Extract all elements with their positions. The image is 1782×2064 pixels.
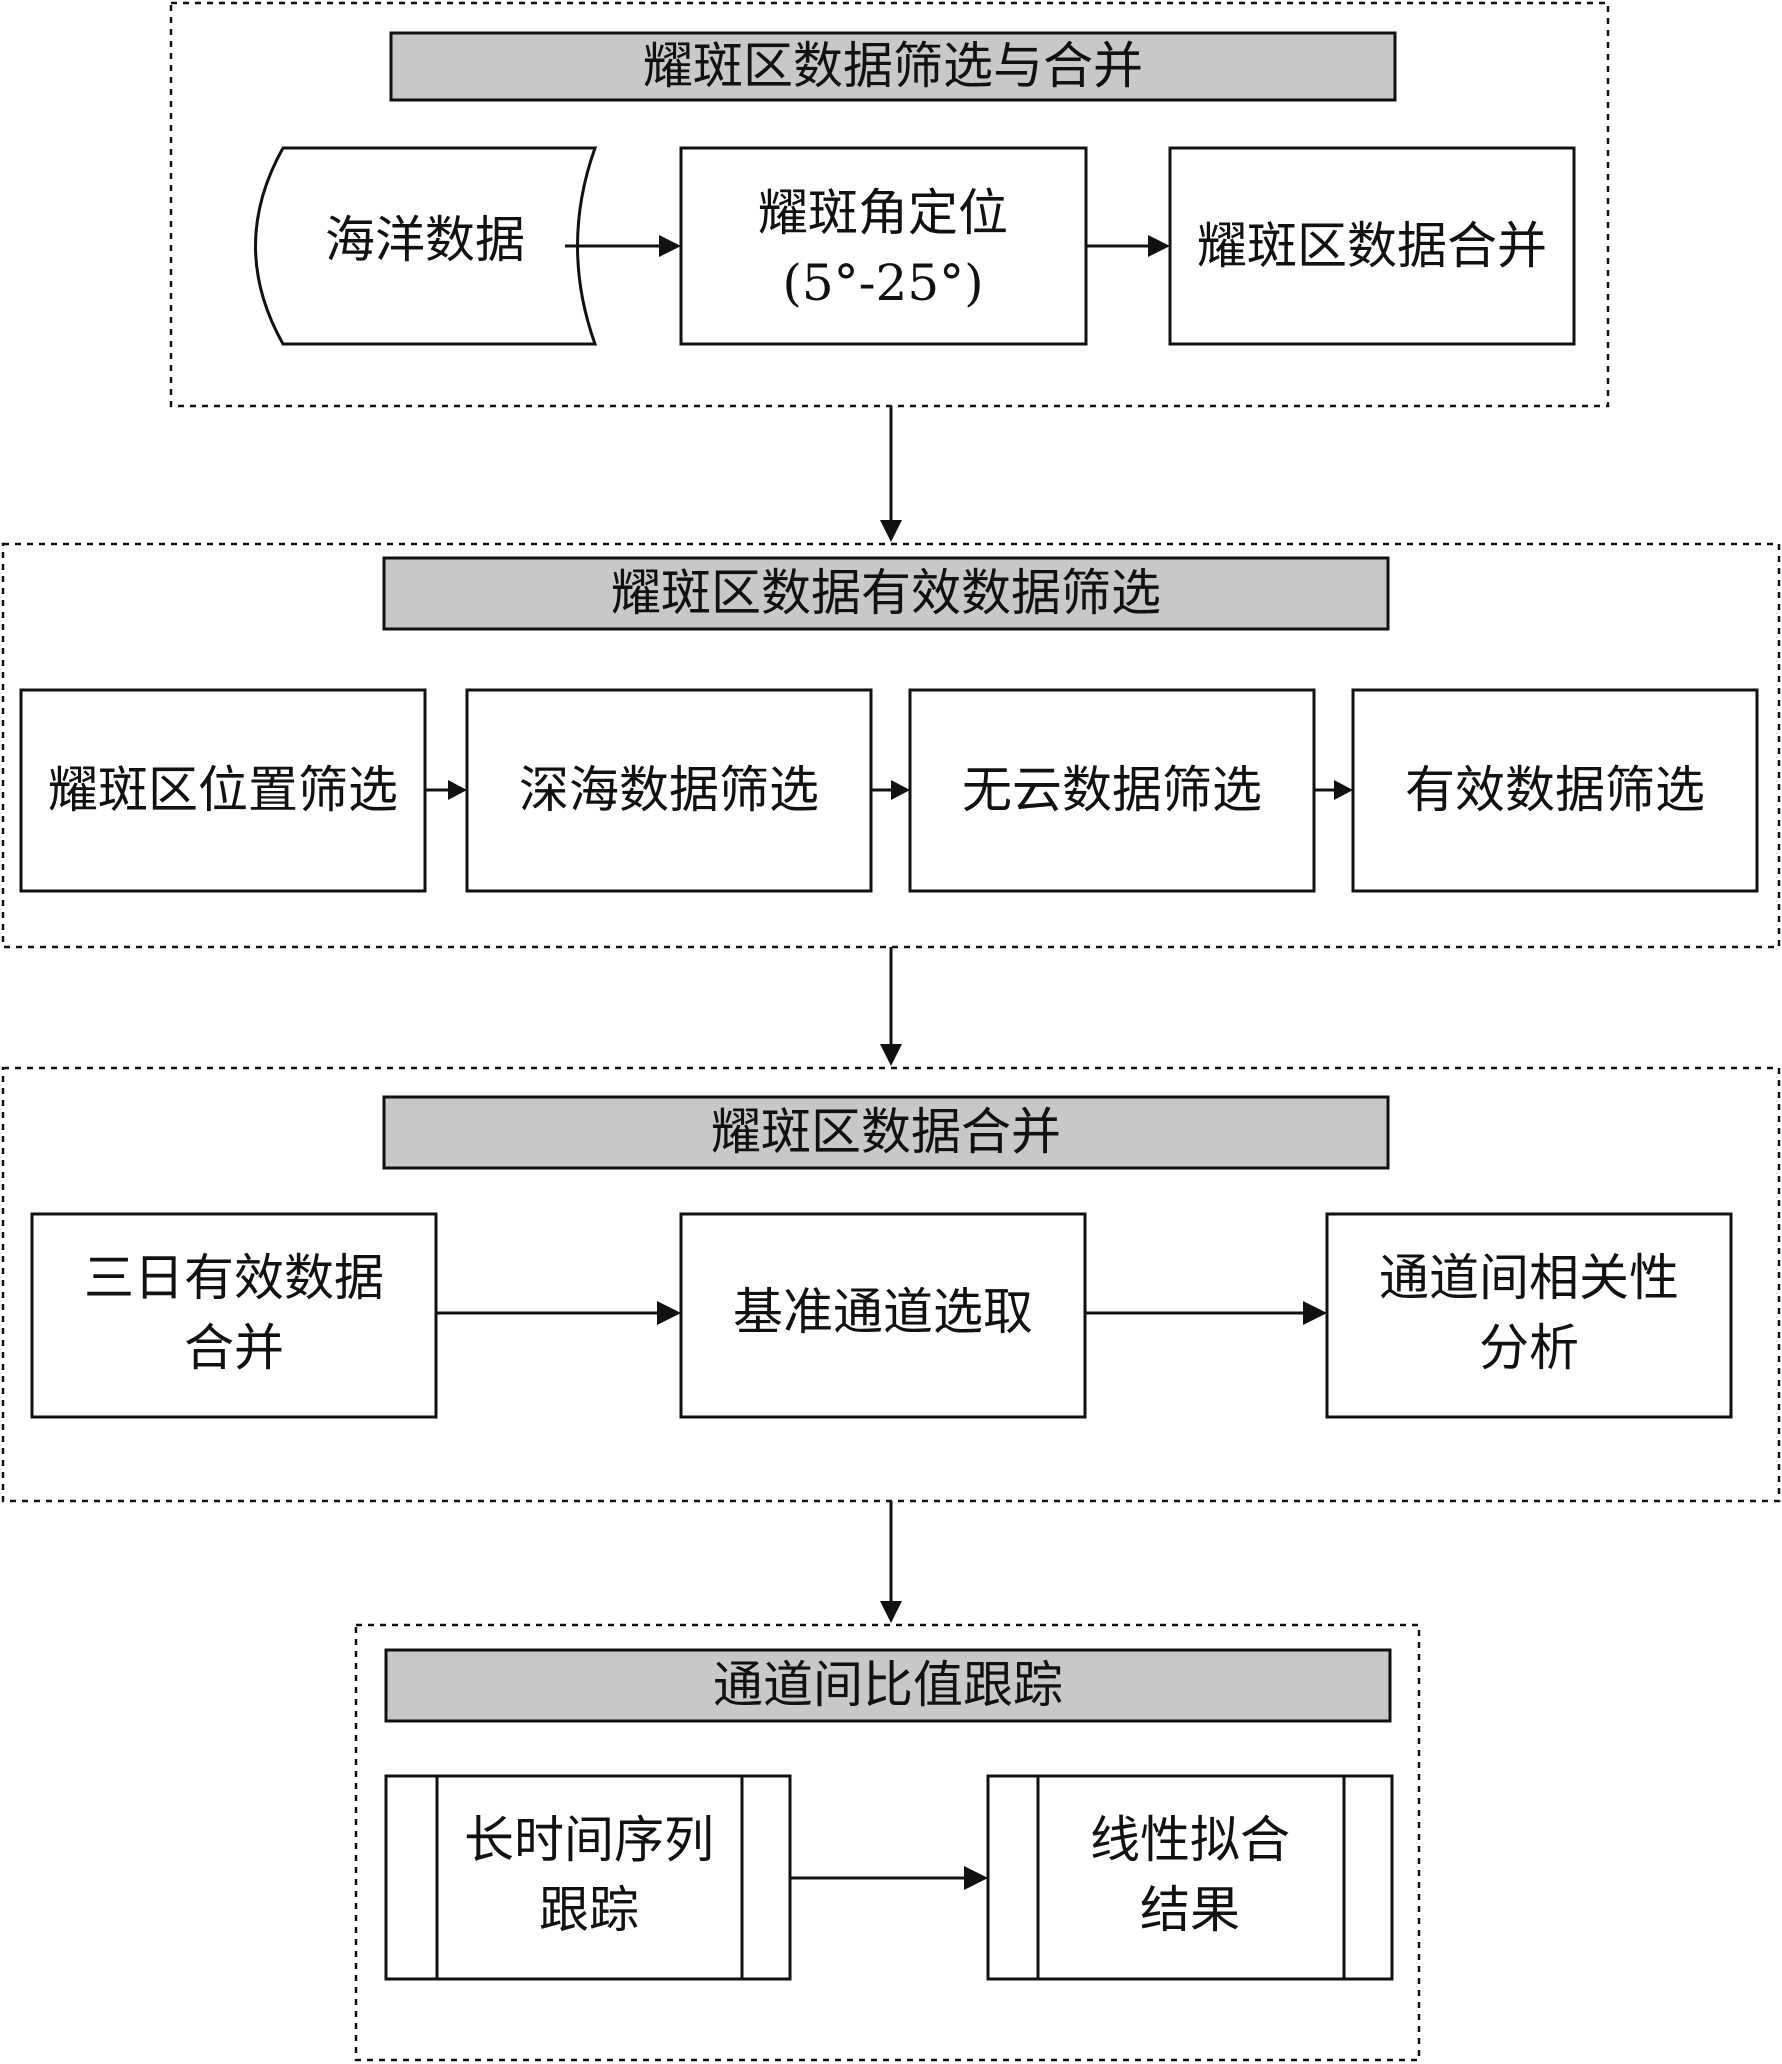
- node-linear-fit-label-line1: 线性拟合: [1090, 1811, 1290, 1869]
- section-frame: [354, 1623, 1421, 2062]
- node-glint-angle-label-line2: (5°-25°): [782, 254, 983, 312]
- node-linear-fit-label-line2: 结果: [1140, 1881, 1240, 1939]
- section-glint-selection-merge: 耀斑区数据筛选与合并 海洋数据 耀斑角定位 (5°-25°) 耀斑区数据合并: [169, 1, 1610, 408]
- arrow: [1314, 780, 1353, 800]
- section-valid-data-selection: 耀斑区数据有效数据筛选 耀斑区位置筛选 深海数据筛选 无云数据筛选 有效数据筛选: [1, 542, 1781, 949]
- section-header-box: [389, 31, 1397, 102]
- node-cloud-free-filter-label: 无云数据筛选: [962, 761, 1262, 819]
- node-three-day-merge-label-line1: 三日有效数据: [84, 1249, 384, 1307]
- node-long-term-tracking-label-line1: 长时间序列: [464, 1811, 714, 1869]
- arrow: [425, 780, 467, 800]
- section-frame: [1, 542, 1781, 949]
- section-header-box: [382, 1095, 1390, 1170]
- arrow: [436, 1301, 681, 1325]
- node-glint-merge-box: [1168, 146, 1576, 346]
- section-title: 耀斑区数据有效数据筛选: [611, 564, 1161, 622]
- arrow: [880, 1501, 902, 1623]
- node-channel-correlation-box: [1325, 1212, 1733, 1419]
- node-reference-channel-label: 基准通道选取: [733, 1283, 1033, 1341]
- node-long-term-tracking-label-line2: 跟踪: [539, 1881, 639, 1939]
- node-ocean-data-label: 海洋数据: [325, 211, 525, 269]
- arrow: [880, 406, 902, 542]
- section-title: 耀斑区数据合并: [711, 1103, 1061, 1161]
- node-glint-angle-label-line1: 耀斑角定位: [758, 184, 1008, 242]
- section-channel-ratio-tracking: 通道间比值跟踪 长时间序列 跟踪 线性拟合 结果: [354, 1623, 1421, 2062]
- section-title: 耀斑区数据筛选与合并: [643, 37, 1143, 95]
- node-long-term-tracking-box: [384, 1774, 792, 1981]
- node-channel-correlation-label-line1: 通道间相关性: [1379, 1249, 1679, 1307]
- node-valid-filter-label: 有效数据筛选: [1405, 761, 1705, 819]
- node-three-day-merge-label-line2: 合并: [184, 1319, 284, 1377]
- arrow: [871, 780, 910, 800]
- section-glint-merge: 耀斑区数据合并 三日有效数据 合并 基准通道选取 通道间相关性 分析: [1, 1066, 1781, 1503]
- node-location-filter-label: 耀斑区位置筛选: [48, 761, 398, 819]
- node-storage-shape: [254, 146, 598, 346]
- node-deep-sea-filter-label: 深海数据筛选: [519, 761, 819, 819]
- arrow: [565, 235, 681, 257]
- arrow: [790, 1866, 988, 1890]
- node-location-filter-box: [19, 688, 427, 893]
- arrow: [880, 947, 902, 1066]
- node-three-day-merge-box: [30, 1212, 438, 1419]
- arrow: [1086, 235, 1170, 257]
- node-deep-sea-filter-box: [465, 688, 873, 893]
- node-cloud-free-filter-box: [908, 688, 1316, 893]
- section-header-box: [384, 1648, 1392, 1723]
- node-channel-correlation-label-line2: 分析: [1479, 1319, 1579, 1377]
- node-valid-filter-box: [1351, 688, 1759, 893]
- section-title: 通道间比值跟踪: [713, 1656, 1063, 1714]
- node-glint-angle-box: [679, 146, 1088, 346]
- section-header-box: [382, 556, 1390, 631]
- node-linear-fit-box: [986, 1774, 1394, 1981]
- arrow: [1085, 1301, 1327, 1325]
- node-glint-merge-label: 耀斑区数据合并: [1197, 217, 1547, 275]
- node-reference-channel-box: [679, 1212, 1087, 1419]
